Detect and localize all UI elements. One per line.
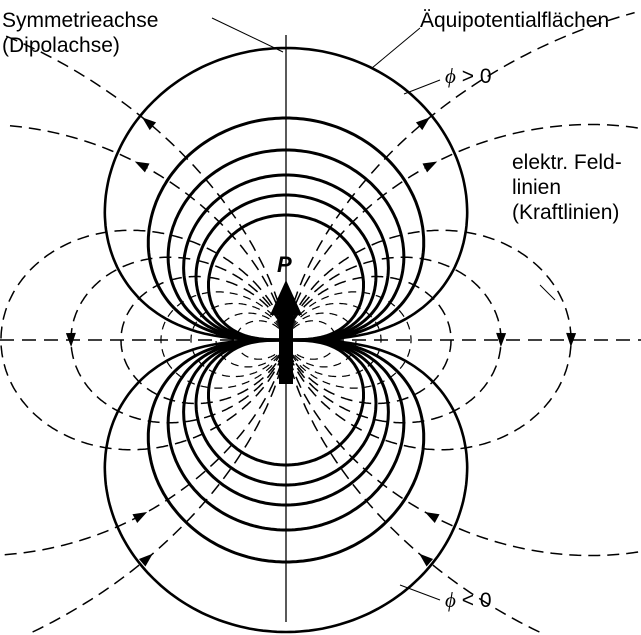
field-line — [285, 320, 337, 360]
field-line — [285, 229, 572, 451]
field-line — [215, 312, 287, 368]
phi-symbol: ϕ — [445, 64, 456, 88]
phi-positive-label: ϕ > 0 — [445, 64, 492, 89]
field-direction-arrow-icon — [424, 511, 440, 524]
field-direction-arrow-icon — [496, 332, 507, 347]
field-direction-arrow-icon — [142, 117, 157, 131]
equipotential-line — [103, 338, 469, 634]
field-lines — [0, 11, 639, 633]
field-direction-arrow-icon — [422, 161, 438, 173]
axis-label-line1: Symmetrieachse — [2, 9, 159, 32]
phi-relation: > 0 — [461, 65, 492, 88]
field-label-line1: elektr. Feld- — [512, 151, 622, 174]
field-leader — [539, 284, 556, 301]
field-direction-arrow-icon — [419, 553, 434, 567]
field-line — [0, 229, 287, 451]
field-label-line2: linien — [512, 176, 562, 199]
phi-negative-label: ϕ < 0 — [445, 588, 492, 613]
dipole-arrow — [270, 280, 302, 384]
field-line — [285, 291, 412, 389]
field-direction-arrow-icon — [132, 511, 148, 524]
equipotential-label: Äquipotentialflächen — [420, 9, 610, 32]
field-direction-arrow-icon — [566, 332, 577, 347]
field-lines-label: elektr. Feld- linien (Kraftlinien) — [512, 150, 622, 225]
field-line — [190, 302, 287, 378]
field-line — [235, 320, 287, 360]
field-line — [120, 275, 287, 405]
dipole-label: P — [277, 252, 292, 277]
field-direction-arrow-icon — [415, 117, 430, 131]
equipotential-leader — [371, 27, 421, 69]
field-line — [285, 123, 639, 557]
field-direction-arrow-icon — [134, 161, 150, 173]
phi-neg-leader — [399, 584, 441, 601]
field-direction-arrow-icon — [138, 553, 153, 567]
field-label-line3: (Kraftlinien) — [512, 201, 620, 224]
axis-label: Symmetrieachse (Dipolachse) — [2, 8, 158, 58]
field-line — [285, 11, 635, 633]
axis-leader — [211, 17, 284, 53]
axis-label-line2: (Dipolachse) — [2, 34, 120, 57]
field-line — [285, 312, 357, 368]
phi-relation: < 0 — [461, 589, 492, 612]
field-line — [285, 275, 452, 405]
phi-symbol: ϕ — [445, 588, 456, 612]
phi-pos-leader — [403, 79, 441, 95]
